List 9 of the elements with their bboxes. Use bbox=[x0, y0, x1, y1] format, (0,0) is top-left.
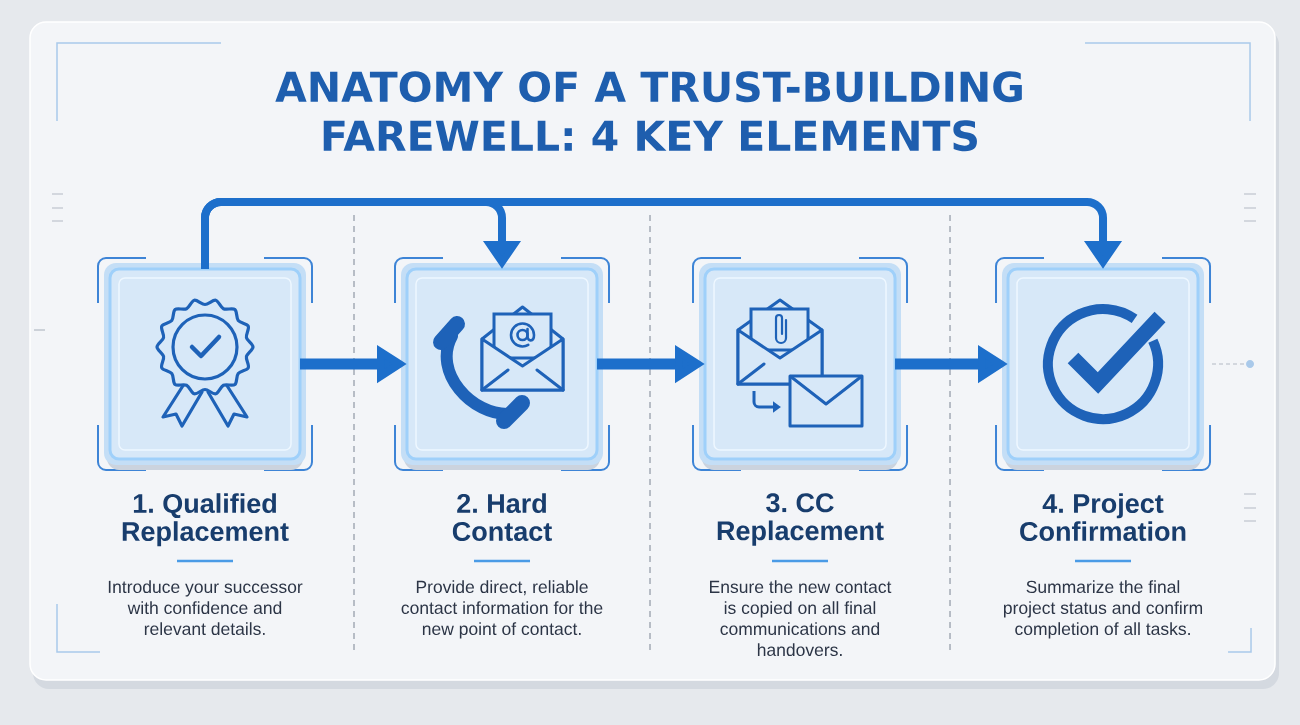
step-heading: 4. Project Confirmation bbox=[1020, 493, 1186, 542]
step-description: Introduce your successor with confidence and relevant details. bbox=[108, 580, 303, 636]
title: ANATOMY OF A TRUST-BUILDING FAREWELL: 4 KEY ELEMENTS bbox=[275, 71, 1022, 152]
step-description: Ensure the new contact is copied on all final communications and handovers. bbox=[710, 580, 892, 657]
step-description: Provide direct, reliable contact information for the new point of contact. bbox=[401, 580, 603, 639]
step-heading: 1. Qualified Replacement bbox=[122, 493, 289, 547]
step-description: Summarize the final project status and confirm completion of all tasks. bbox=[1003, 580, 1202, 639]
step-heading: 2. Hard Contact bbox=[452, 493, 552, 542]
step-heading: 3. CC Replacement bbox=[717, 493, 884, 546]
